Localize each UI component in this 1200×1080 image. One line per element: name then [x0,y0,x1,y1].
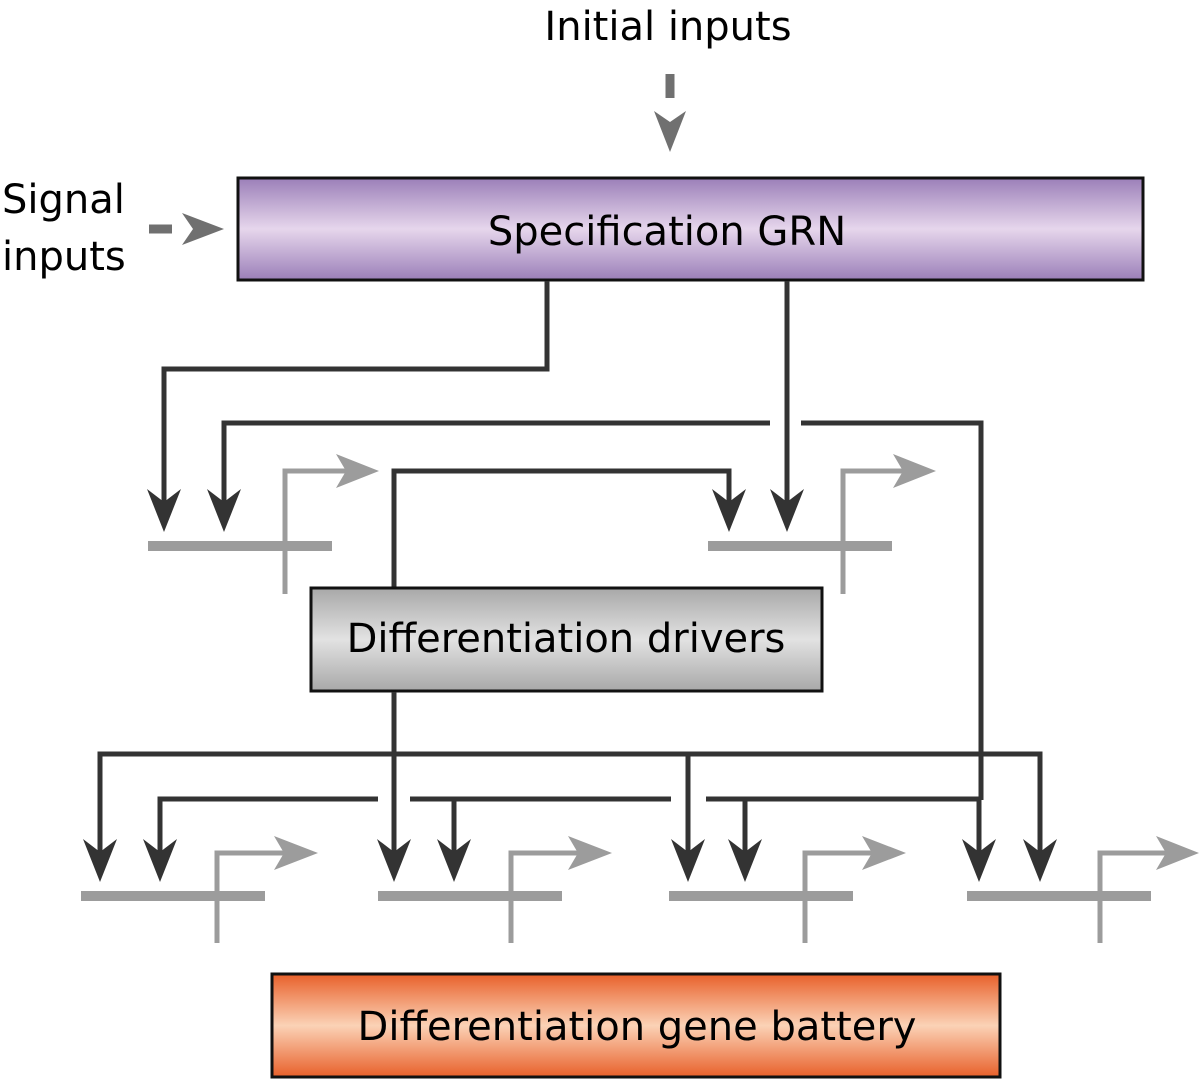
specification-grn-label: Specification GRN [488,209,846,255]
initial-inputs-label: Initial inputs [544,4,791,50]
drivers-to-driver-gene-2-link [391,468,746,588]
tss-arrow-icon [336,454,379,488]
signal-inputs-label-line1: Signal [2,177,125,223]
battery-gene-1 [81,836,318,943]
battery-gene-2 [378,836,612,943]
differentiation-gene-battery-box: Differentiation gene battery [270,972,1002,1079]
drivers-to-battery-links [83,692,1057,882]
tss-arrow-icon [568,836,612,870]
signal-inputs-arrow-icon [149,213,224,245]
signal-inputs-label-line2: inputs [2,234,126,280]
driver-gene-2 [708,454,936,594]
tss-arrow-icon [862,836,906,870]
driver-gene-1 [148,454,379,594]
differentiation-drivers-box: Differentiation drivers [309,586,824,693]
feedback-to-driver-gene-1-link [207,420,984,800]
differentiation-gene-battery-label: Differentiation gene battery [358,1004,917,1050]
spec-to-driver-gene-1-link [147,281,550,532]
differentiation-drivers-label: Differentiation drivers [347,616,786,662]
spec-to-driver-gene-2-link [770,281,804,532]
feedback-to-battery-links [143,796,996,882]
tss-arrow-icon [1156,836,1199,870]
specification-grn-box: Specification GRN [236,176,1145,282]
tss-arrow-icon [893,454,936,488]
battery-gene-4 [967,836,1199,943]
initial-inputs-arrow-icon [654,74,686,152]
battery-gene-3 [669,836,906,943]
tss-arrow-icon [274,836,318,870]
